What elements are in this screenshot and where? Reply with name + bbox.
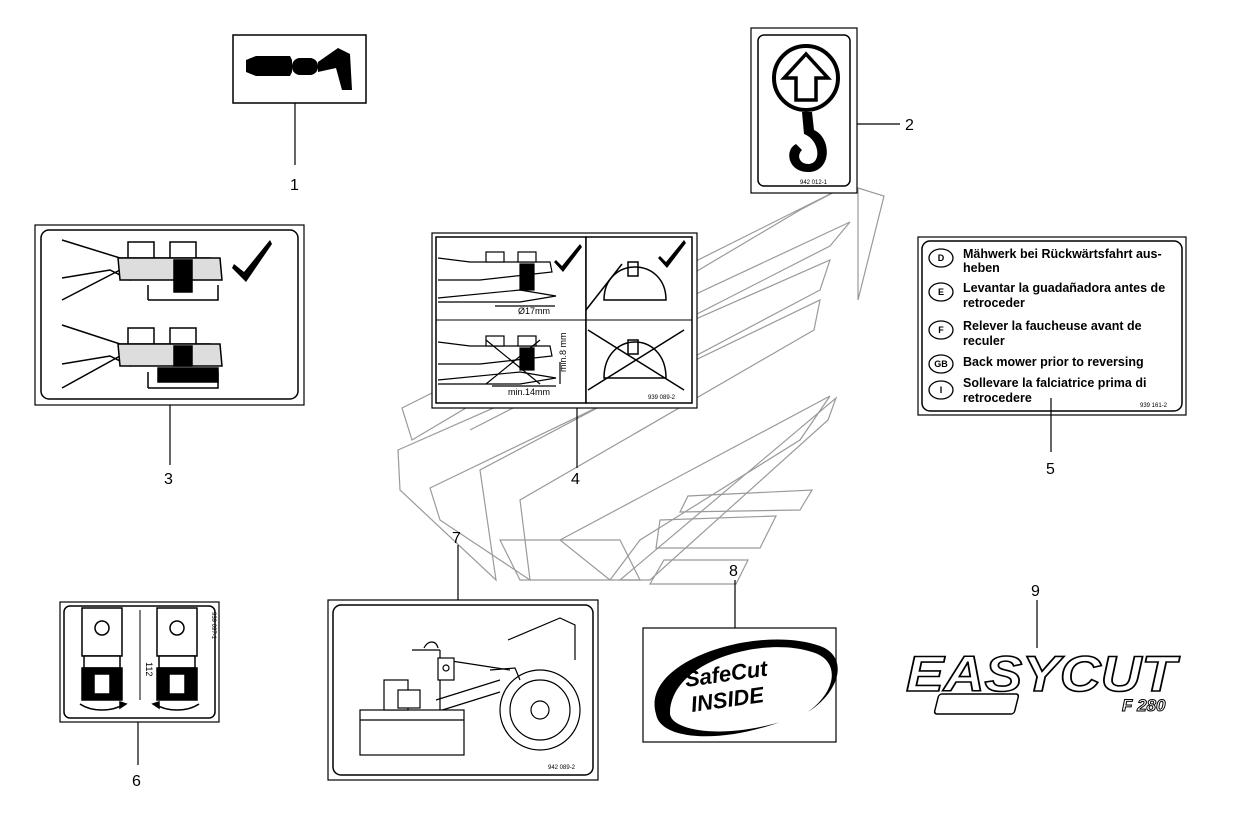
warning-text-gb-1: Back mower prior to reversing [963, 355, 1144, 369]
tractor-illustration [412, 617, 581, 751]
blade-wear-ok-illustration [585, 261, 667, 311]
warning-text-e-1: Levantar la guadañadora antes de [963, 281, 1165, 295]
decal-5-code: 939 161-2 [1140, 403, 1168, 409]
decal-3-blade-mounting: 3 [34, 224, 305, 488]
decal-9-easycut-logo: EASYCUT F 280 9 [905, 583, 1182, 716]
language-row-i: I Sollevare la falciatrice prima di retr… [928, 376, 1146, 405]
language-code-e: E [938, 287, 944, 297]
language-code-f: F [938, 325, 944, 335]
decal-1-hearing-protection: 1 [232, 34, 367, 194]
decal-6-code: 939 097-1 [210, 612, 216, 640]
callout-6: 6 [132, 773, 141, 790]
decal-8-safecut-logo: SafeCut INSIDE 8 [642, 563, 838, 743]
warning-text-e-2: retroceder [963, 296, 1025, 310]
warning-text-d-1: Mähwerk bei Rückwärtsfahrt aus- [963, 247, 1162, 261]
warning-text-i-1: Sollevare la falciatrice prima di [963, 376, 1146, 390]
decal-4-dim3: min.8 mm [558, 332, 568, 372]
lift-arrow-icon [772, 44, 840, 112]
warning-text-d-2: heben [963, 261, 1000, 275]
callout-4: 4 [571, 471, 580, 488]
blade-mounting-correct-illustration [61, 239, 223, 301]
blade-mounting-wrong-illustration [61, 324, 223, 389]
right-blade-icon [151, 607, 200, 711]
decal-7-tractor-hitch: 942 089-2 7 [327, 530, 599, 781]
callout-3: 3 [164, 471, 173, 488]
bolt-diameter-illustration [437, 251, 557, 307]
decal-6-blade-rotation: 112 939 097-1 6 [59, 601, 220, 790]
decal-4-dim1: Ø17mm [518, 306, 550, 316]
bolt-wear-limit-illustration [437, 335, 561, 387]
hook-icon [789, 112, 827, 172]
decal-9-model: F 280 [1122, 696, 1166, 715]
decal-2-code: 942 012-1 [800, 180, 828, 186]
blade-wear-limit-illustration [587, 329, 685, 391]
callout-5: 5 [1046, 461, 1055, 478]
decal-9-brand: EASYCUT [906, 646, 1181, 702]
language-row-gb: GB Back mower prior to reversing [928, 354, 1144, 374]
language-code-gb: GB [934, 359, 948, 369]
decal-4-blade-wear-check: Ø17mm min.14mm min.8 mm 939 089-2 [431, 232, 698, 488]
decal-5-multilingual-warning: D Mähwerk bei Rückwärtsfahrt aus- heben … [917, 236, 1187, 478]
language-row-f: F Relever la faucheuse avant de reculer [928, 319, 1142, 348]
callout-7: 7 [452, 530, 461, 547]
mower-illustration [359, 679, 465, 756]
decal-4-dim2: min.14mm [508, 387, 550, 397]
safecut-swoosh-icon [654, 639, 838, 737]
check-mark-icon [232, 240, 272, 282]
warning-text-f-2: reculer [963, 334, 1005, 348]
decal-7-code: 942 089-2 [548, 765, 576, 771]
callout-9: 9 [1031, 583, 1040, 600]
check-mark-icon [658, 240, 686, 268]
language-row-d: D Mähwerk bei Rückwärtsfahrt aus- heben [928, 247, 1162, 275]
language-row-e: E Levantar la guadañadora antes de retro… [928, 281, 1165, 310]
callout-8: 8 [729, 563, 738, 580]
ear-protection-icon [246, 48, 352, 90]
decal-4-code: 939 089-2 [648, 395, 676, 401]
warning-text-i-2: retrocedere [963, 391, 1032, 405]
left-blade-icon [79, 607, 128, 711]
decal-6-dim: 112 [144, 662, 154, 676]
warning-text-f-1: Relever la faucheuse avant de [963, 319, 1142, 333]
language-code-i: I [940, 385, 943, 395]
language-code-d: D [938, 253, 945, 263]
callout-1: 1 [290, 177, 299, 194]
callout-2: 2 [905, 117, 914, 134]
decal-2-lifting-point: 942 012-1 2 [750, 27, 914, 194]
check-mark-icon [554, 244, 582, 272]
